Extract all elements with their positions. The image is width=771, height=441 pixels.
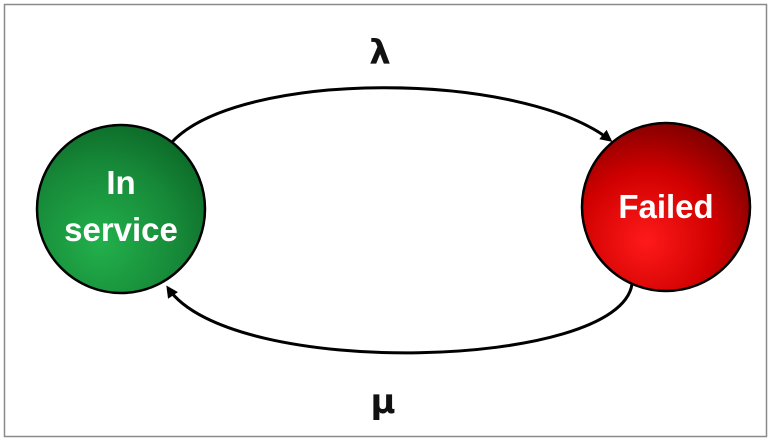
state-failed-label: Failed [618, 188, 713, 225]
state-failed: Failed [580, 121, 752, 293]
state-in-service: In service [35, 123, 207, 295]
state-failed-circle [580, 121, 752, 293]
failure-rate-label: λ [369, 33, 391, 73]
state-in-service-label-line1: In [106, 164, 135, 201]
repair-rate-label: μ [370, 382, 395, 422]
repair-transition-arrow [166, 283, 634, 355]
failure-transition-arrow [170, 86, 613, 144]
state-in-service-label-line2: service [64, 211, 178, 248]
state-in-service-circle [35, 123, 207, 295]
